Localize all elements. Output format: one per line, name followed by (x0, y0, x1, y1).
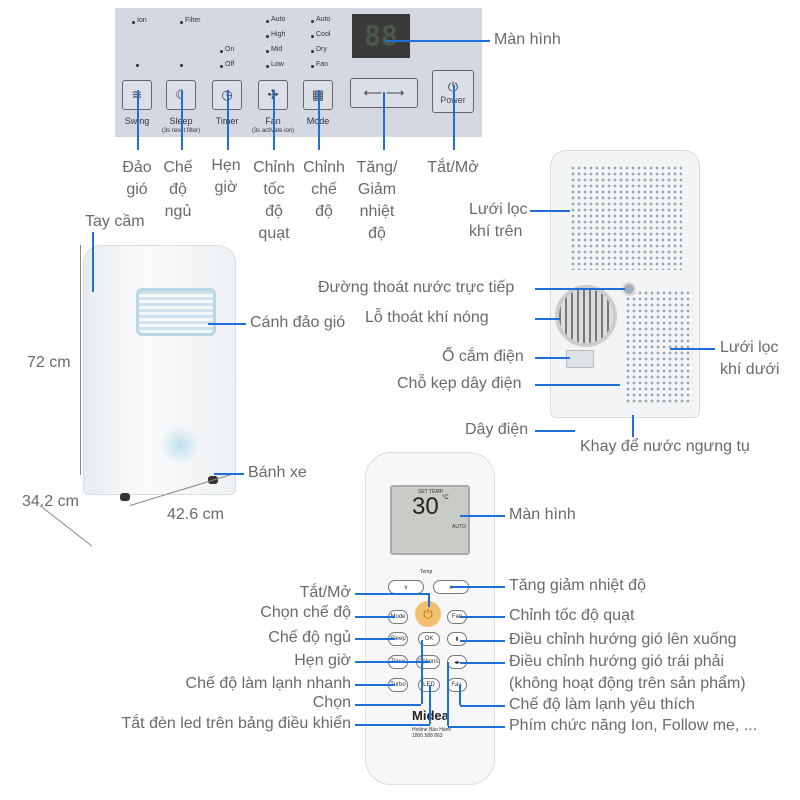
fav-button[interactable]: Fav. (447, 678, 467, 692)
height-label: 72 cm (27, 354, 71, 371)
chevron-down-icon: ∨ (403, 584, 409, 591)
fan-mid-indicator: Mid (271, 46, 283, 53)
left-right-arrow-icon: ◂▸ (453, 659, 461, 666)
up-down-arrow-icon: ⬍ (454, 636, 460, 643)
fan-auto-indicator: Auto (271, 16, 286, 23)
remote-turbo-label: Chế độ làm lạnh nhanh (185, 675, 351, 692)
remote-temp-label: Tăng giảm nhiệt độ (509, 577, 646, 594)
panel-timer-label: Hẹn giờ (211, 157, 241, 196)
mode-auto-indicator: Auto (316, 16, 331, 23)
flower-decal (160, 425, 200, 465)
remote-leftright-label: Điều chỉnh hướng gió trái phải (509, 653, 725, 670)
remote-mode-label: Chọn chế độ (260, 604, 351, 621)
ok-button[interactable]: OK (418, 632, 440, 646)
drain-label: Đường thoát nước trực tiếp (318, 279, 515, 296)
handle-label: Tay cầm (85, 213, 145, 230)
temp-group-label: Temp (420, 569, 433, 575)
top-filter-grille (570, 165, 682, 270)
remote-power-button[interactable]: ⏻ (415, 601, 441, 627)
remote-ok-label: Chọn (312, 694, 351, 711)
wheel-label: Bánh xe (248, 464, 307, 481)
top-filter-label: Lưới lọc khí trên (469, 201, 528, 240)
updown-swing-button[interactable]: ⬍ (447, 632, 467, 646)
cord-label: Dây điện (465, 421, 529, 438)
exhaust-label: Lỗ thoát khí nóng (365, 309, 489, 326)
panel-power-label: Tắt/Mở (427, 159, 479, 176)
set-temp-label: SET TEMP. (418, 489, 444, 495)
remote-screen: SET TEMP. 30 °C AUTO (390, 485, 470, 555)
panel-swing-label: Đảo gió (122, 159, 152, 198)
louver-label: Cánh đảo gió (250, 314, 346, 331)
ac-front-unit (83, 245, 236, 495)
panel-fan-label: Chỉnh tốc độ quạt (253, 159, 295, 242)
depth-label: 34.2 cm (22, 493, 79, 510)
hotline-text: Hotline Bảo Hành 1800 588 863 (412, 727, 452, 739)
remote-leftright-note: (không hoạt động trên sản phẩm) (509, 675, 746, 692)
ion-indicator: Ion (137, 17, 147, 24)
tray-label: Khay để nước ngưng tụ (580, 438, 750, 455)
grid-icon: ▦ (312, 87, 324, 103)
power-button-label: Power (440, 95, 466, 105)
chevron-up-icon: ∧ (448, 584, 454, 591)
width-label: 42.6 cm (167, 506, 224, 523)
timer-on-indicator: On (225, 46, 235, 53)
remote-screen-label: Màn hình (509, 506, 576, 523)
remote-sleep-label: Chế độ ngủ (268, 629, 351, 646)
panel-display: 88 (352, 14, 410, 58)
fan-high-indicator: High (271, 31, 286, 38)
temp-unit: °C (442, 495, 449, 501)
socket-label: Ổ cắm điện (442, 348, 524, 365)
temp-down-button[interactable]: ∨ (388, 580, 424, 594)
louver (136, 288, 216, 336)
remote-timer-label: Hẹn giờ (294, 652, 351, 669)
panel-mode-label: Chỉnh chế độ (303, 159, 345, 220)
remote-fav-label: Chế độ làm lạnh yêu thích (509, 696, 695, 713)
mode-fan-indicator: Fan (316, 61, 329, 68)
remote-fan-label: Chỉnh tốc độ quạt (509, 607, 635, 624)
mode-dry-indicator: Dry (316, 46, 327, 53)
bottom-filter-label: Lưới lọc khí dưới (720, 339, 780, 378)
mode-cool-indicator: Cool (316, 31, 331, 38)
timer-off-indicator: Off (225, 61, 235, 68)
power-icon: ⏻ (423, 606, 433, 621)
exhaust-vent (555, 285, 617, 347)
remote-led-label: Tắt đèn led trên bảng điều khiển (121, 715, 352, 732)
wheel (120, 493, 130, 501)
control-panel: Ion Filter On Off Auto High Mid Low Auto… (115, 8, 482, 137)
fan-auto-readout: AUTO (452, 524, 466, 530)
clip-label: Chỗ kẹp dây điện (397, 375, 522, 392)
fan-low-indicator: Low (271, 61, 284, 68)
panel-screen-label: Màn hình (494, 31, 561, 48)
power-icon: ⏻ (448, 79, 458, 95)
remote-power-label: Tắt/Mở (299, 584, 351, 601)
bottom-filter-grille (625, 290, 693, 405)
socket (566, 350, 594, 368)
temp-readout: 30 (412, 493, 439, 520)
filter-indicator: Filter (185, 17, 201, 24)
panel-temp-label: Tăng/ Giảm nhiệt độ (356, 159, 398, 242)
panel-sleep-label: Chế độ ngủ (163, 159, 193, 220)
remote-updown-label: Điều chỉnh hướng gió lên xuống (509, 631, 737, 648)
remote-options-label: Phím chức năng Ion, Follow me, ... (509, 717, 758, 734)
